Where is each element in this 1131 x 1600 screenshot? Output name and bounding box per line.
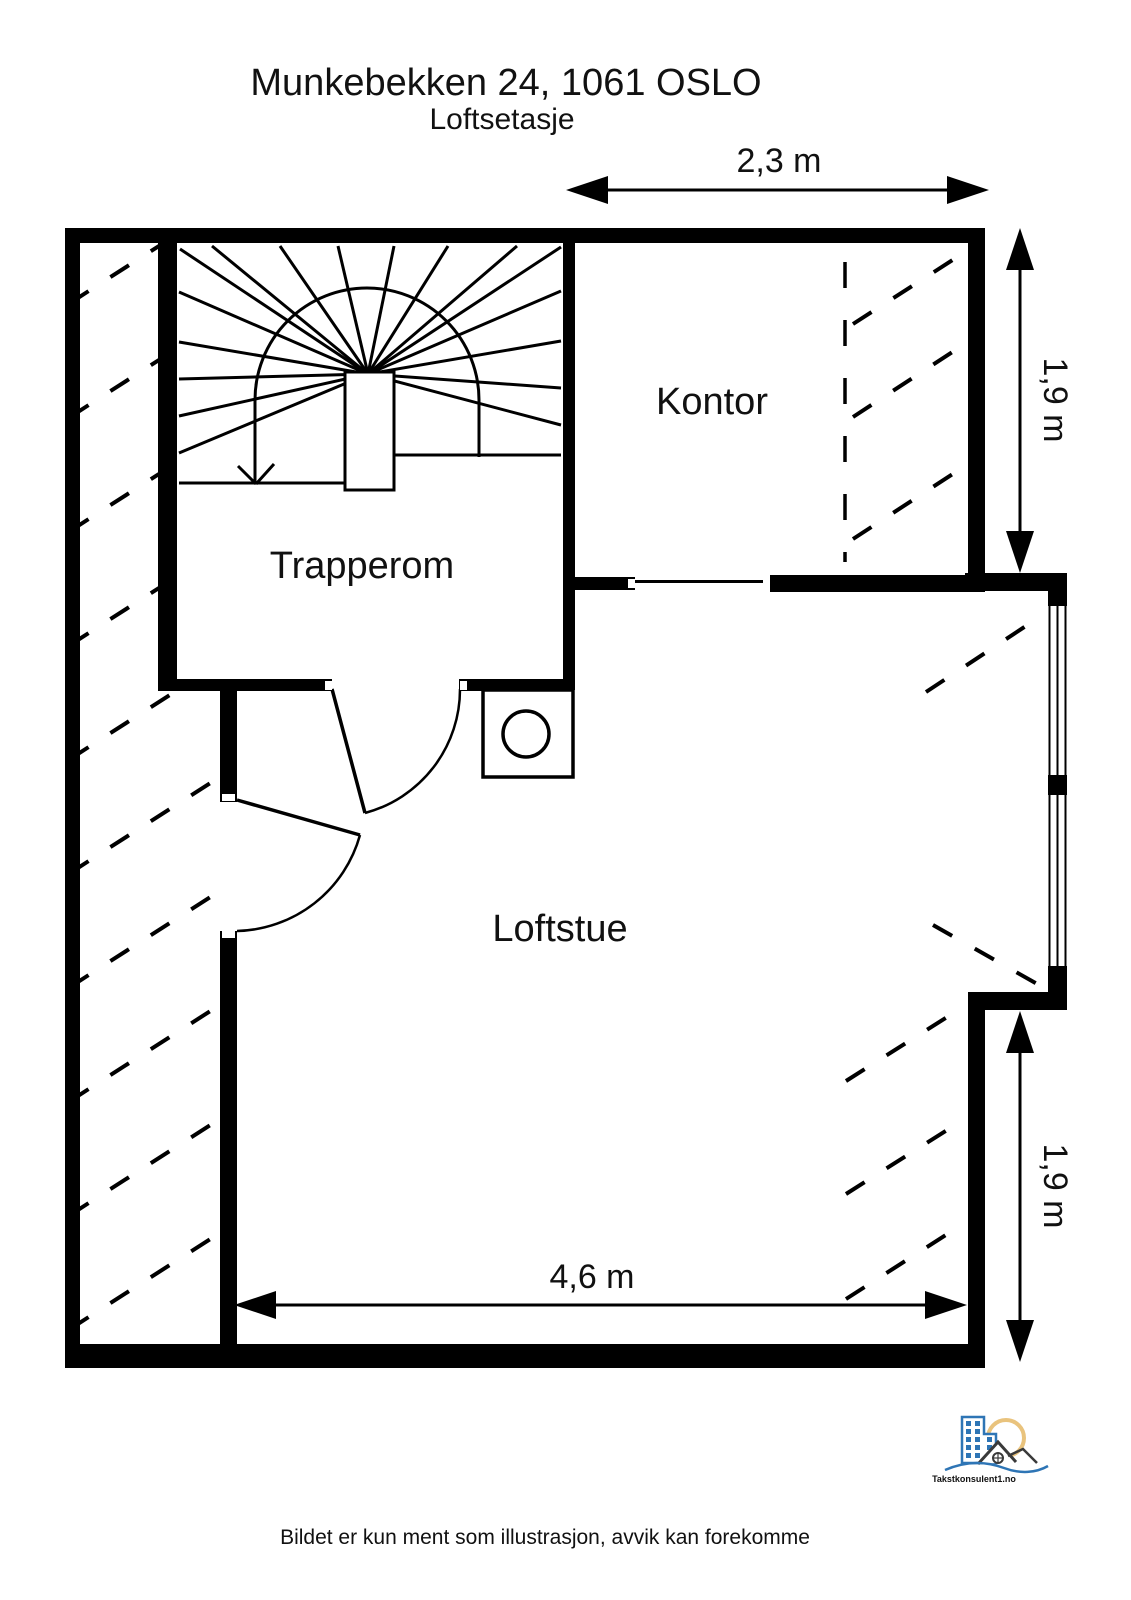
ceiling-height-lines-kontor [843, 252, 964, 562]
dimension-bottom-width: 4,6 m [234, 1258, 967, 1319]
wall-outer-left [65, 228, 80, 1368]
window-upper-right [1048, 606, 1067, 775]
sloped-ceiling-hatch-left [80, 243, 220, 1344]
window-lower-right [1048, 795, 1067, 966]
door-jamb-notch [763, 579, 770, 588]
wall-kontor-bottom-right [770, 575, 985, 592]
room-label-trapperom: Trapperom [270, 545, 454, 587]
wall-trapperom-bottom-right [459, 679, 574, 691]
dimension-top-width: 2,3 m [566, 142, 989, 204]
wall-outer-top [65, 228, 985, 243]
stair-newel-post [343, 370, 396, 492]
room-label-kontor: Kontor [656, 381, 768, 423]
door-leaf [236, 798, 361, 837]
page-subtitle: Loftsetasje [429, 103, 574, 136]
dimension-label: 4,6 m [549, 1258, 634, 1296]
wall-stair-left [158, 243, 177, 690]
stair-direction-arrow [236, 462, 276, 486]
dimension-right-upper-height: 1,9 m [1006, 228, 1074, 573]
wall-divider-trapperom-kontor [563, 243, 575, 690]
walls [65, 228, 1067, 1368]
wall-loftstue-left-upper [220, 690, 237, 802]
door-jamb-notch [222, 931, 235, 938]
stove-symbol [481, 688, 575, 779]
page-title: Munkebekken 24, 1061 OSLO [250, 62, 761, 104]
door-storage-to-loftstue [236, 798, 362, 933]
window-pier-middle [1048, 775, 1067, 795]
door-jamb-notch [222, 794, 235, 801]
logo-house-icon [976, 1439, 1038, 1466]
wall-jut-top-right [965, 573, 1067, 591]
wall-trapperom-bottom-left [158, 679, 332, 691]
stair-walkline-arc [253, 286, 481, 483]
window-pier-top [1048, 591, 1067, 606]
wall-loftstue-left-lower [220, 931, 237, 1344]
logo: Takstkonsulent1.no [932, 1415, 1049, 1484]
wall-outer-bottom [65, 1344, 985, 1368]
dimension-label: 1,9 m [1036, 357, 1074, 442]
room-label-loftstue: Loftstue [492, 908, 627, 950]
disclaimer-text: Bildet er kun ment som illustrasjon, avv… [280, 1526, 810, 1549]
stair-treads [178, 244, 562, 485]
door-jamb-notch [325, 681, 332, 690]
wall-outer-right-lower [968, 992, 985, 1368]
door-leaf [330, 688, 367, 814]
door-swing-arc [364, 688, 462, 815]
door-trapperom-to-loftstue [330, 688, 462, 815]
ceiling-height-lines-loftstue [844, 616, 1047, 1301]
wall-kontor-bottom-left [563, 577, 635, 590]
staircase [178, 244, 562, 492]
dimension-right-lower-height: 1,9 m [1006, 1011, 1074, 1362]
dimension-label: 1,9 m [1036, 1143, 1074, 1228]
dimension-label: 2,3 m [736, 142, 821, 180]
stove-flue-circle [501, 709, 551, 759]
wall-kontor-right [968, 228, 985, 590]
logo-wave-icon [944, 1461, 1049, 1474]
wall-step-bottom-right [968, 992, 1067, 1010]
door-jamb-notch [628, 579, 635, 588]
door-jamb-notch [460, 681, 467, 690]
logo-text: Takstkonsulent1.no [932, 1474, 1016, 1484]
door-swing-arc [236, 834, 362, 933]
doorway-threshold-kontor [635, 580, 763, 583]
